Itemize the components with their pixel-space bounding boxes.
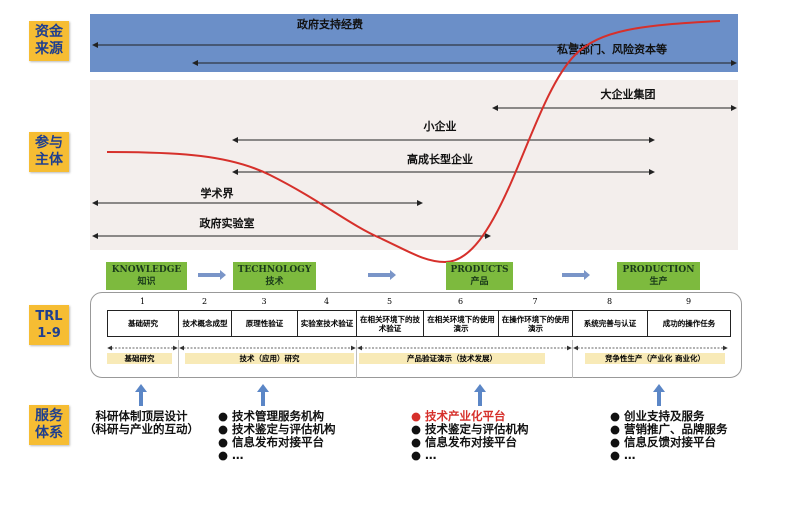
trl-panel (90, 292, 742, 378)
phase-competitive-production: 竞争性生产（产业化 商业化） (585, 353, 725, 364)
stage-arrow-2 (368, 270, 396, 280)
trl-level-4: 实验室技术验证 (297, 310, 357, 337)
phase-applied-research: 技术（应用）研究 (185, 353, 354, 364)
service-item: 科研体制顶层设计 (95, 409, 188, 423)
up-arrow-2 (257, 384, 269, 406)
divider (178, 340, 179, 378)
trl-number: 2 (201, 297, 208, 306)
up-arrow-1 (135, 384, 147, 406)
label-participants: 参与 主体 (29, 132, 69, 172)
label-funding-source: 资金 来源 (29, 21, 69, 61)
trl-number: 1 (139, 297, 146, 306)
small-enterprise-label: 小企业 (423, 120, 457, 133)
trl-number: 5 (386, 297, 393, 306)
service-item: ● 营销推广、品牌服务 (610, 422, 728, 436)
label-trl: TRL 1-9 (29, 305, 69, 345)
large-enterprise-label: 大企业集团 (600, 88, 656, 101)
label-services: 服务 体系 (29, 405, 69, 445)
stage-zh: 技术 (265, 277, 284, 287)
stage-zh: 知识 (137, 277, 156, 287)
service-item: ● … (411, 448, 437, 462)
stage-en: TECHNOLOGY (237, 265, 312, 275)
stage-zh: 产品 (470, 277, 489, 287)
divider (572, 340, 573, 378)
trl-number: 4 (323, 297, 330, 306)
stage-en: KNOWLEDGE (111, 265, 182, 275)
trl-level-7: 在操作环境下的使用演示 (498, 310, 573, 337)
stage-products: PRODUCTS 产品 (446, 262, 513, 290)
stage-en: PRODUCTION (622, 265, 695, 275)
trl-level-9: 成功的操作任务 (647, 310, 731, 337)
phase-product-demo: 产品验证演示（技术发展） (359, 353, 545, 364)
service-item: ● … (610, 448, 636, 462)
stage-arrow-1 (198, 270, 226, 280)
up-arrow-4 (653, 384, 665, 406)
gov-funding-label: 政府支持经费 (297, 18, 363, 31)
service-item: ● 信息发布对接平台 (218, 435, 325, 449)
trl-level-6: 在相关环境下的使用演示 (423, 310, 499, 337)
service-item-highlight: ● 技术产业化平台 (411, 409, 506, 423)
trl-level-1: 基础研究 (107, 310, 179, 337)
divider (356, 340, 357, 378)
service-item: ● 信息反馈对接平台 (610, 435, 717, 449)
trl-level-3: 原理性验证 (231, 310, 298, 337)
growth-enterprise-label: 高成长型企业 (407, 153, 473, 166)
service-item: ● 技术鉴定与评估机构 (218, 422, 336, 436)
trl-number: 6 (457, 297, 464, 306)
service-item: ● 创业支持及服务 (610, 409, 705, 423)
service-item: （科研与产业的互动） (84, 422, 199, 436)
valley-of-death-curve (106, 20, 721, 264)
trl-level-5: 在相关环境下的技术验证 (356, 310, 424, 337)
trl-level-2: 技术概念成型 (178, 310, 232, 337)
service-item: ● 技术鉴定与评估机构 (411, 422, 529, 436)
stage-production: PRODUCTION 生产 (617, 262, 700, 290)
gov-lab-label: 政府实验室 (199, 217, 255, 230)
phase-basic-research: 基础研究 (107, 353, 172, 364)
service-item: ● 信息发布对接平台 (411, 435, 518, 449)
service-group-4: ● 创业支持及服务 ● 营销推广、品牌服务 ● 信息反馈对接平台 ● … (610, 410, 728, 462)
service-group-1: 科研体制顶层设计 （科研与产业的互动） (84, 410, 199, 436)
service-group-3: ● 技术产业化平台 ● 技术鉴定与评估机构 ● 信息发布对接平台 ● … (411, 410, 529, 462)
stage-zh: 生产 (649, 277, 668, 287)
trl-level-8: 系统完善与认证 (572, 310, 648, 337)
stage-knowledge: KNOWLEDGE 知识 (106, 262, 187, 290)
stage-technology: TECHNOLOGY 技术 (233, 262, 316, 290)
service-item: ● 技术管理服务机构 (218, 409, 325, 423)
up-arrow-3 (474, 384, 486, 406)
stage-arrow-3 (562, 270, 590, 280)
trl-number: 8 (606, 297, 613, 306)
service-group-2: ● 技术管理服务机构 ● 技术鉴定与评估机构 ● 信息发布对接平台 ● … (218, 410, 336, 462)
trl-number: 7 (532, 297, 538, 306)
service-item: ● … (218, 448, 244, 462)
trl-number: 3 (261, 297, 267, 306)
trl-number: 9 (685, 297, 692, 306)
academia-label: 学术界 (200, 187, 234, 200)
stage-en: PRODUCTS (450, 265, 509, 275)
